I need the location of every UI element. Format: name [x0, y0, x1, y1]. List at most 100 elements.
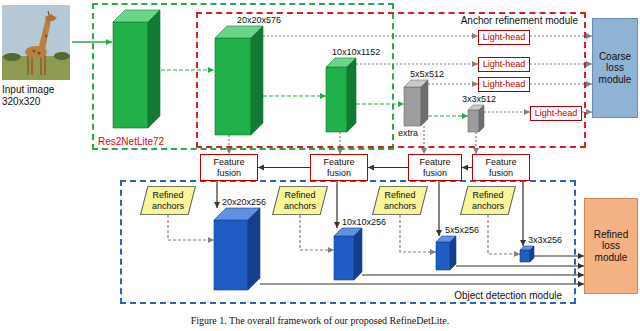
block-side — [248, 208, 260, 290]
region-title-holder: Res2NetLite72 — [98, 136, 164, 148]
feature-map-shape — [334, 228, 362, 280]
box-text: Feature fusion — [316, 157, 362, 178]
giraffe-leg — [27, 55, 29, 75]
giraffe-spot — [38, 52, 41, 55]
box-text: Refined anchors — [383, 190, 417, 211]
connector-arrow — [423, 126, 424, 154]
connector-arrow — [336, 181, 337, 228]
connector-arrow — [530, 63, 592, 64]
giraffe-head — [45, 14, 57, 21]
label-holder: Input image 320x320 — [2, 84, 68, 107]
connector-arrow — [368, 167, 408, 168]
box-text: Refined anchors — [283, 190, 317, 211]
feature-map: 3x3x256 — [520, 246, 534, 262]
input-image-label: Input image 320x320 — [2, 84, 68, 107]
region-title-holder: Object detection module — [454, 290, 562, 302]
connector-arrow — [534, 255, 584, 256]
block-front — [520, 250, 530, 262]
box-text: Refined loss module — [590, 229, 632, 264]
feature-map-shape — [215, 26, 263, 135]
giraffe-neck — [38, 18, 51, 50]
module-title: Anchor refinement module — [461, 15, 578, 27]
light-head-box: Light-head — [530, 106, 582, 121]
parallelogram-outline — [461, 186, 516, 214]
connector-arrow — [456, 265, 584, 266]
block-front — [436, 242, 450, 270]
block-side — [479, 105, 484, 132]
block-side — [450, 236, 456, 270]
giraffe-horn — [48, 11, 49, 15]
giraffe-spot — [45, 35, 48, 38]
connector-arrow — [530, 83, 592, 84]
block-front — [326, 67, 347, 132]
refined-anchors-shape: Refined anchors — [140, 186, 196, 215]
giraffe-leg — [31, 55, 33, 75]
connector-arrow — [400, 215, 436, 252]
block-side — [530, 246, 534, 262]
light-head-box: Light-head — [478, 57, 530, 72]
feature-map: 10x10x1152 — [326, 58, 356, 132]
refined-anchors-shape: Refined anchors — [272, 186, 328, 215]
connector-arrow — [428, 83, 478, 84]
connector-arrow — [362, 274, 584, 275]
parallelogram-outline — [373, 186, 428, 214]
box-text: Light-head — [483, 59, 526, 69]
connector-arrow — [356, 63, 478, 64]
refined-anchors-shape: Refined anchors — [372, 186, 428, 215]
dimension-label: 10x10x256 — [342, 217, 386, 227]
light-head-box: Light-head — [478, 77, 530, 92]
connector-arrow — [263, 35, 478, 36]
box-text: Light-head — [483, 32, 526, 42]
backbone-stem-block — [113, 10, 160, 128]
connector-arrow — [582, 111, 592, 112]
region-title-holder: Anchor refinement module — [461, 15, 578, 27]
connector-arrow — [428, 115, 468, 116]
block-side — [347, 58, 356, 132]
block-side — [251, 26, 263, 135]
figure-caption: Figure 1. The overall framework of our p… — [191, 315, 450, 326]
block-front — [404, 87, 421, 126]
label-holder: extra — [398, 128, 418, 138]
feature-map-shape — [520, 246, 534, 262]
block-front — [468, 110, 479, 132]
backbone-arrow — [161, 69, 214, 70]
connector-arrow — [462, 167, 472, 168]
feature-map: 20x20x576 — [215, 26, 263, 135]
extra-layer-label: extra — [398, 128, 418, 138]
giraffe-leg — [44, 55, 46, 75]
feature-fusion-box: Feature fusion — [472, 154, 530, 181]
box-text: Feature fusion — [206, 157, 252, 178]
feature-fusion-box: Feature fusion — [408, 154, 462, 181]
module-title: Res2NetLite72 — [98, 136, 164, 148]
box-text: Light-head — [483, 79, 526, 89]
dimension-label: 5x5x512 — [410, 69, 444, 79]
block-side — [148, 10, 160, 128]
block-front — [214, 220, 248, 290]
caption-holder: Figure 1. The overall framework of our p… — [0, 310, 640, 328]
feature-map-shape — [214, 208, 260, 290]
dimension-label: 20x20x576 — [237, 15, 281, 25]
connector-arrow — [438, 181, 439, 236]
block-front — [113, 22, 148, 128]
parallelogram-outline — [141, 186, 196, 214]
giraffe-leg — [40, 55, 42, 75]
connector-arrow — [216, 181, 217, 208]
connector-arrow — [484, 111, 530, 112]
feature-map-shape — [468, 105, 484, 132]
box-text: Light-head — [535, 108, 578, 118]
refined-anchors-shape: Refined anchors — [460, 186, 516, 215]
module-region: Res2NetLite72 20x20x576 10x10x1152 — [92, 3, 394, 150]
dimension-label: 5x5x256 — [445, 225, 479, 235]
feature-map: 5x5x512 — [404, 80, 428, 126]
connector-arrow — [522, 181, 523, 246]
loss-module-box: Refined loss module — [584, 198, 638, 294]
photo-tree — [3, 53, 21, 61]
dimension-label: 20x20x256 — [222, 197, 266, 207]
input-photo — [2, 5, 70, 80]
block-front — [215, 38, 251, 135]
module-region: Object detection module Refined anchors Re… — [120, 180, 576, 304]
box-text: Coarse loss module — [598, 51, 632, 86]
block-side — [421, 80, 428, 126]
feature-map: 10x10x256 — [334, 228, 362, 280]
